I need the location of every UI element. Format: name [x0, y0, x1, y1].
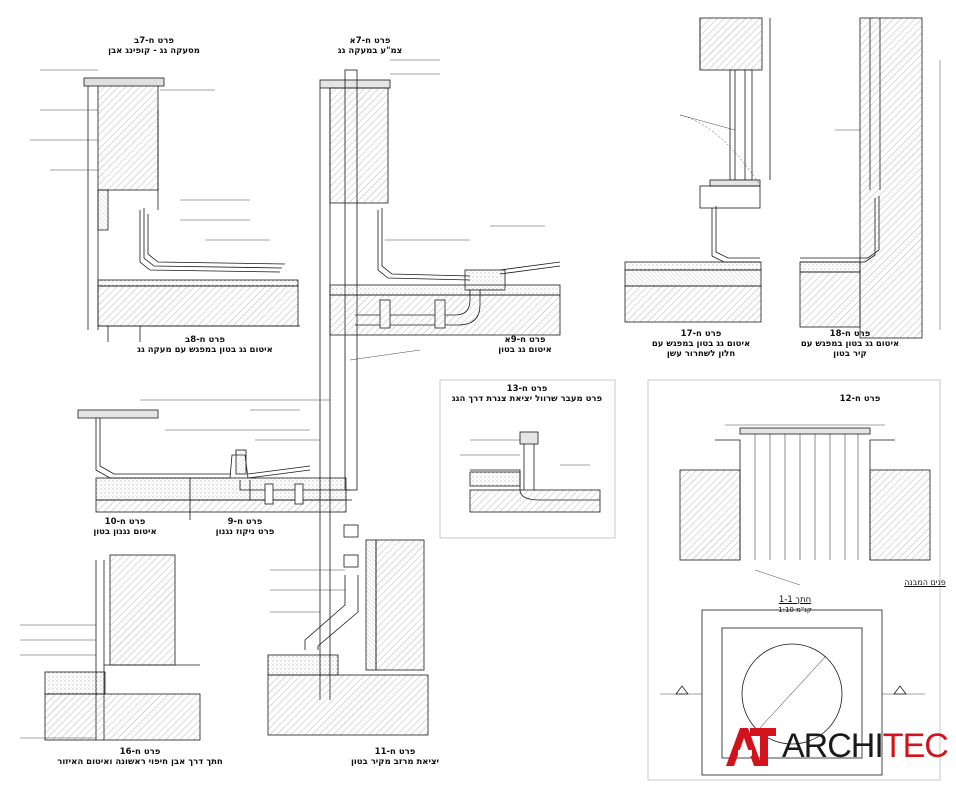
detail-sleeve	[439, 379, 616, 539]
caption-d10: פרט ח-10 איטום נגנון בטון	[93, 517, 157, 537]
logo-mark-icon	[726, 728, 776, 766]
detail-concrete-wall	[799, 17, 941, 339]
caption-d11: פרט ח-11 יציאת מרזב מקיר בטון	[350, 747, 440, 767]
caption-d9a: פרט ח-9א איטום גג בטון	[498, 335, 552, 355]
detail-downpipe-exit	[267, 524, 429, 736]
section-title: חתך 1-1 קנ"מ 1:10	[778, 595, 812, 614]
caption-top-left-header: פרט ח-7ב מסעקה גג - קופינג אבן	[108, 36, 200, 56]
architec-logo: ARCHITEC	[722, 722, 949, 770]
caption-d13: פרט ח-13 פרט מעבר שרוול יציאת צנרת דרך ה…	[451, 384, 603, 404]
caption-d9: פרט ח-9 פרט ניקוז נגנון	[215, 517, 275, 537]
detail-parapet-coping	[30, 69, 300, 342]
caption-d12: פרט ח-12	[839, 394, 881, 404]
detail-gutter	[77, 399, 352, 520]
caption-d17: פרט ח-17 איטום גג בטון במפגש עם חלון לשח…	[651, 329, 751, 359]
caption-d16: פרט ח-16 חתך דרך אבן חיפוי ראשונה ואיטום…	[57, 747, 223, 767]
logo-wordmark: ARCHITEC	[782, 727, 949, 765]
detail-stone-cladding	[20, 554, 201, 741]
caption-d18: פרט ח-18 איטום גג בטון במפגש עם קיר בטון	[800, 329, 900, 359]
caption-top-mid-header: פרט ח-7א צמ"ע במעקה גג	[337, 36, 403, 56]
detail-wall-drain	[319, 59, 561, 700]
plan-label: פנים המבנה	[904, 578, 946, 587]
detail-smoke-window	[624, 17, 771, 323]
detail-roof-hatch	[647, 379, 941, 781]
caption-d8: פרט ח-8ב איטום גג בטון במפגש עם מעקה גג	[137, 335, 273, 355]
